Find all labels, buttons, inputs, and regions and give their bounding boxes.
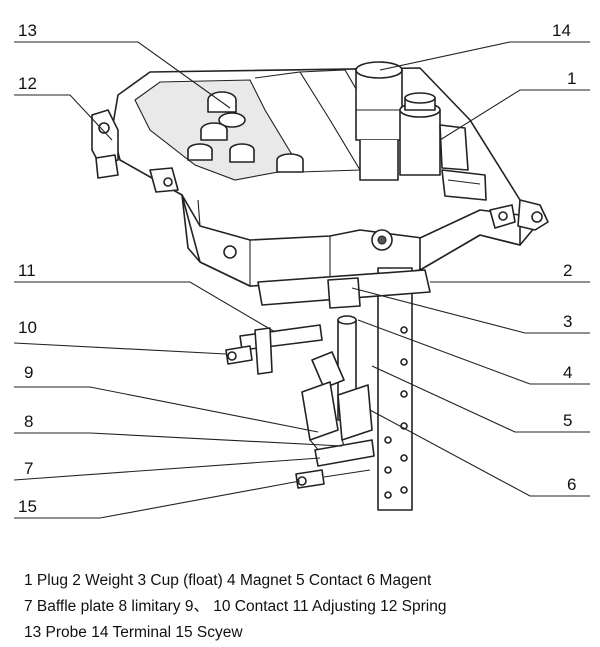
callout-9: 9 [24, 363, 33, 382]
parts-legend: 1 Plug 2 Weight 3 Cup (float) 4 Magnet 5… [24, 568, 594, 646]
callout-6: 6 [567, 475, 576, 494]
mechanism-diagram: 13 12 14 1 11 2 10 3 9 4 8 5 7 6 15 [13, 21, 590, 519]
callout-10: 10 [18, 318, 37, 337]
callout-5: 5 [563, 411, 572, 430]
callout-4: 4 [563, 363, 572, 382]
callout-7: 7 [24, 459, 33, 478]
callout-labels: 13 12 14 1 11 2 10 3 9 4 8 5 7 6 15 [18, 21, 576, 516]
callout-12: 12 [18, 74, 37, 93]
callout-14: 14 [552, 21, 571, 40]
legend-line-2: 7 Baffle plate 8 limitary 9、 10 Contact … [24, 598, 447, 615]
plug [399, 92, 487, 201]
terminal [355, 61, 403, 181]
callout-3: 3 [563, 312, 572, 331]
legend-line-1: 1 Plug 2 Weight 3 Cup (float) 4 Magnet 5… [24, 572, 432, 589]
lower-mechanism [225, 267, 431, 511]
callout-15: 15 [18, 497, 37, 516]
callout-8: 8 [24, 412, 33, 431]
diagram-canvas: 13 12 14 1 11 2 10 3 9 4 8 5 7 6 15 [13, 21, 590, 519]
callout-13: 13 [18, 21, 37, 40]
leader-lines [13, 41, 590, 519]
callout-11: 11 [18, 261, 36, 280]
callout-1: 1 [567, 69, 576, 88]
legend-line-3: 13 Probe 14 Terminal 15 Scyew [24, 624, 243, 641]
probe-nuts [187, 91, 304, 173]
callout-2: 2 [563, 261, 572, 280]
